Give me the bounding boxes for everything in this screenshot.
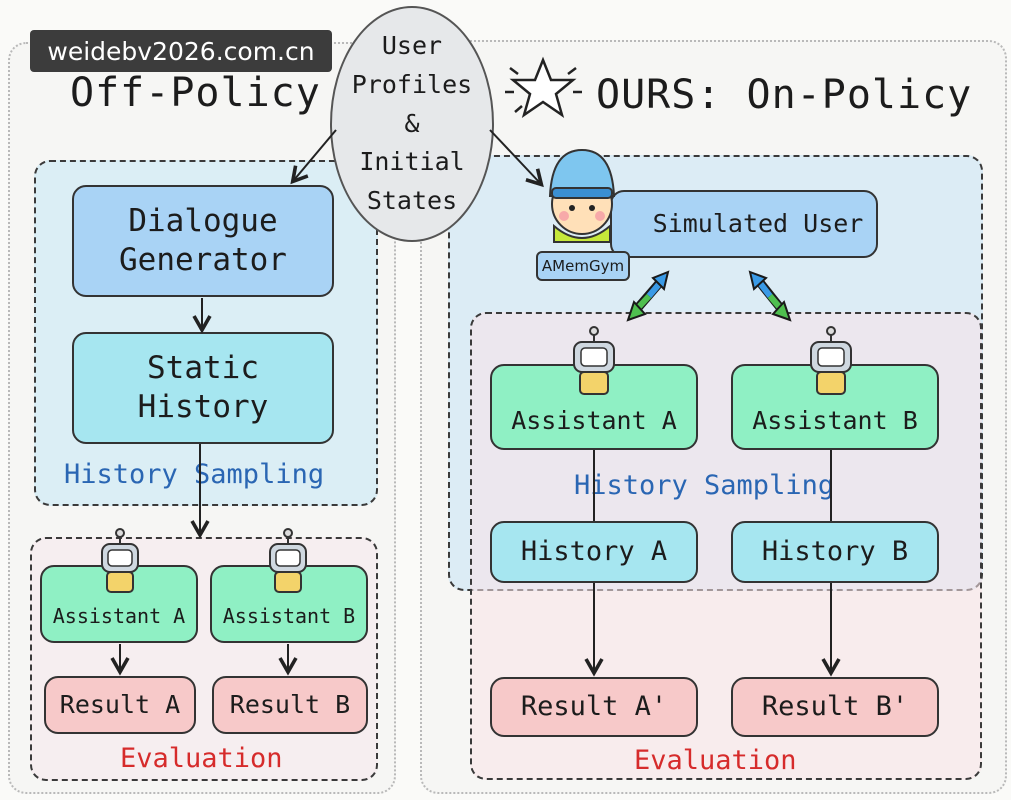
history-a-box: History A [490, 521, 698, 583]
dialogue-generator-box: Dialogue Generator [72, 185, 334, 297]
simulated-user-box: Simulated User [610, 190, 878, 258]
on-evaluation-label: Evaluation [634, 745, 797, 776]
static-history-box: Static History [72, 332, 334, 444]
on-assistant-a-box: Assistant A [490, 364, 698, 450]
off-result-a-box: Result A [44, 676, 196, 734]
history-b-box: History B [731, 521, 939, 583]
on-assistant-b-box: Assistant B [731, 364, 939, 450]
off-assistant-b-box: Assistant B [210, 565, 368, 643]
off-evaluation-label: Evaluation [120, 743, 283, 774]
watermark: weidebv2026.com.cn [30, 30, 332, 72]
off-history-sampling-label: History Sampling [64, 459, 325, 490]
on-result-a-box: Result A' [490, 677, 698, 737]
amemgym-badge: AMemGym [536, 251, 630, 281]
on-history-sampling-label: History Sampling [574, 470, 835, 501]
on-result-b-box: Result B' [731, 677, 939, 737]
user-profiles-ellipse: User Profiles & Initial States [330, 6, 494, 242]
on-policy-title: OURS: On-Policy [596, 72, 973, 118]
user-profiles-label: User Profiles & Initial States [351, 31, 473, 216]
off-assistant-a-box: Assistant A [40, 565, 198, 643]
off-result-b-box: Result B [212, 676, 368, 734]
off-policy-title: Off-Policy [70, 70, 321, 116]
